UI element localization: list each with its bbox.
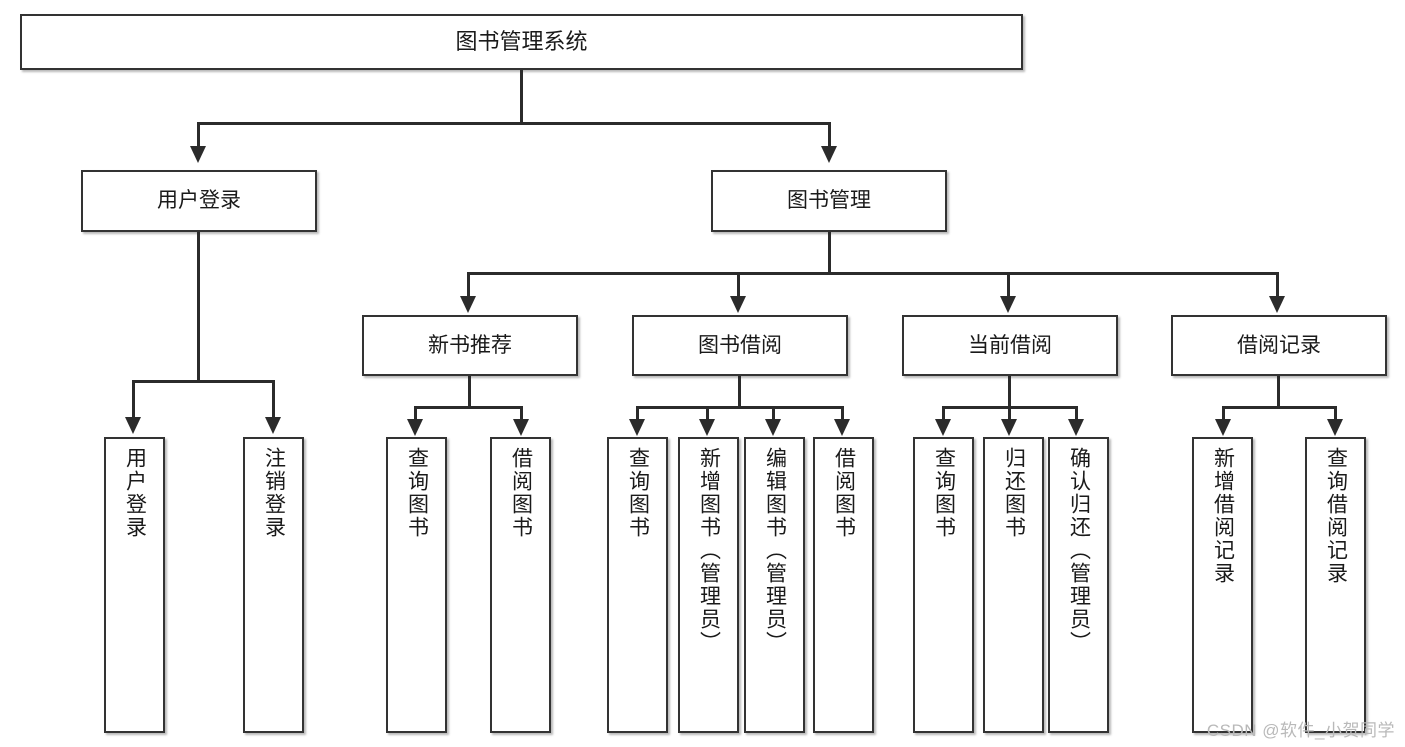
node-label: 确认归还（管理员） <box>1067 447 1091 654</box>
connector-bb-leaf1 <box>636 406 639 420</box>
node-label: 编辑图书（管理员） <box>763 447 787 654</box>
connector-cb-leaf1 <box>942 406 945 420</box>
leaf-query-book-recommend[interactable]: 查询图书 <box>386 437 447 733</box>
node-book-borrow[interactable]: 图书借阅 <box>632 315 848 376</box>
leaf-confirm-return-admin[interactable]: 确认归还（管理员） <box>1048 437 1109 733</box>
node-label: 图书管理 <box>787 189 871 213</box>
node-label: 新增图书（管理员） <box>697 447 721 654</box>
connector-book-borrow-stem <box>738 376 741 408</box>
node-label: 查询图书 <box>626 447 650 539</box>
leaf-add-book-admin[interactable]: 新增图书（管理员） <box>678 437 739 733</box>
node-label: 归还图书 <box>1002 447 1026 539</box>
arrow-to-user-login <box>190 146 206 163</box>
connector-book-manage-bar <box>467 272 1279 275</box>
connector-br-leaf2 <box>1334 406 1337 420</box>
leaf-user-login[interactable]: 用户登录 <box>104 437 165 733</box>
node-label: 新书推荐 <box>428 333 512 357</box>
leaf-edit-book-admin[interactable]: 编辑图书（管理员） <box>744 437 805 733</box>
leaf-logout[interactable]: 注销登录 <box>243 437 304 733</box>
connector-nbr-leaf1 <box>414 406 417 420</box>
connector-book-borrow-bar <box>636 406 844 409</box>
arrow-to-leaf-borrow-book-a <box>513 419 529 436</box>
node-user-login[interactable]: 用户登录 <box>81 170 317 232</box>
node-label: 当前借阅 <box>968 333 1052 357</box>
arrow-to-leaf-user-login <box>125 417 141 434</box>
leaf-query-borrow-record[interactable]: 查询借阅记录 <box>1305 437 1366 733</box>
node-label: 查询借阅记录 <box>1324 447 1348 585</box>
node-label: 查询图书 <box>405 447 429 539</box>
connector-root-to-user-login <box>197 122 200 148</box>
node-label: 新增借阅记录 <box>1211 447 1235 585</box>
leaf-return-book[interactable]: 归还图书 <box>983 437 1044 733</box>
node-label: 图书管理系统 <box>455 28 588 54</box>
arrow-to-new-book-rec <box>460 296 476 313</box>
node-label: 用户登录 <box>157 189 241 213</box>
connector-borrow-record-bar <box>1222 406 1337 409</box>
arrow-to-leaf-query-book-a <box>407 419 423 436</box>
arrow-to-book-manage <box>821 146 837 163</box>
connector-to-current-borrow <box>1007 272 1010 298</box>
connector-current-borrow-stem <box>1008 376 1011 408</box>
node-root-system[interactable]: 图书管理系统 <box>20 14 1023 70</box>
node-book-management[interactable]: 图书管理 <box>711 170 947 232</box>
arrow-to-leaf-query-record <box>1327 419 1343 436</box>
node-new-book-recommend[interactable]: 新书推荐 <box>362 315 578 376</box>
connector-to-book-borrow <box>737 272 740 298</box>
node-label: 用户登录 <box>123 447 147 539</box>
connector-user-login-to-leaf2 <box>272 380 275 418</box>
connector-book-manage-stem <box>828 232 831 274</box>
connector-borrow-record-stem <box>1277 376 1280 408</box>
node-label: 借阅图书 <box>832 447 856 539</box>
arrow-to-leaf-return-book <box>1001 419 1017 436</box>
connector-user-login-to-leaf1 <box>132 380 135 418</box>
node-borrow-record[interactable]: 借阅记录 <box>1171 315 1387 376</box>
connector-cb-leaf2 <box>1008 406 1011 420</box>
leaf-add-borrow-record[interactable]: 新增借阅记录 <box>1192 437 1253 733</box>
connector-bb-leaf2 <box>706 406 709 420</box>
connector-root-to-book-manage <box>828 122 831 148</box>
connector-br-leaf1 <box>1222 406 1225 420</box>
arrow-to-leaf-query-book-c <box>935 419 951 436</box>
node-label: 查询图书 <box>932 447 956 539</box>
connector-nbr-leaf2 <box>520 406 523 420</box>
connector-cb-leaf3 <box>1075 406 1078 420</box>
connector-root-bar <box>197 122 831 125</box>
arrow-to-leaf-query-book-b <box>629 419 645 436</box>
arrow-to-leaf-add-record <box>1215 419 1231 436</box>
connector-to-new-book-rec <box>467 272 470 298</box>
connector-user-login-bar <box>132 380 275 383</box>
connector-to-borrow-record <box>1276 272 1279 298</box>
connector-bb-leaf4 <box>841 406 844 420</box>
leaf-borrow-book-borrow[interactable]: 借阅图书 <box>813 437 874 733</box>
node-current-borrow[interactable]: 当前借阅 <box>902 315 1118 376</box>
arrow-to-current-borrow <box>1000 296 1016 313</box>
connector-bb-leaf3 <box>772 406 775 420</box>
connector-new-book-rec-stem <box>468 376 471 408</box>
arrow-to-leaf-confirm-return <box>1068 419 1084 436</box>
connector-new-book-rec-bar <box>414 406 523 409</box>
leaf-query-book-borrow[interactable]: 查询图书 <box>607 437 668 733</box>
node-label: 借阅图书 <box>509 447 533 539</box>
arrow-to-leaf-logout <box>265 417 281 434</box>
arrow-to-book-borrow <box>730 296 746 313</box>
connector-root-stem <box>520 70 523 124</box>
arrow-to-leaf-borrow-book-b <box>834 419 850 436</box>
arrow-to-leaf-edit-book <box>765 419 781 436</box>
node-label: 图书借阅 <box>698 333 782 357</box>
leaf-borrow-book-recommend[interactable]: 借阅图书 <box>490 437 551 733</box>
connector-user-login-stem <box>197 232 200 382</box>
arrow-to-leaf-add-book <box>699 419 715 436</box>
node-label: 借阅记录 <box>1237 333 1321 357</box>
arrow-to-borrow-record <box>1269 296 1285 313</box>
node-label: 注销登录 <box>262 447 286 539</box>
leaf-query-book-current[interactable]: 查询图书 <box>913 437 974 733</box>
